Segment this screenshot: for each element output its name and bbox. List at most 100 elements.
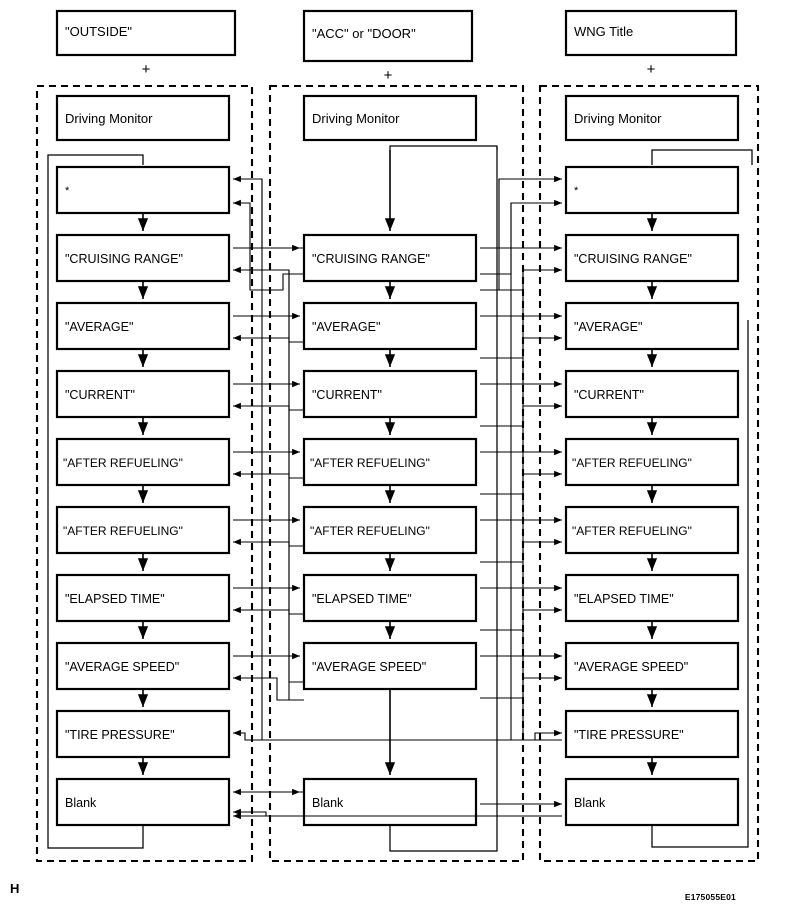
step-box-outside-2: "AVERAGE": [55, 301, 231, 351]
step-list-wng-title: * "CRUISING RANGE" "AVERAGE" "CURRENT" "…: [564, 165, 740, 827]
step-label-outside-0: *: [65, 185, 70, 197]
group-box-acc-door: [302, 94, 478, 142]
step-list-outside: * "CRUISING RANGE" "AVERAGE" "CURRENT" "…: [55, 165, 231, 827]
step-rect-acc-door-0: [302, 233, 478, 283]
trigger-header-acc-door: "ACC" or "DOOR": [302, 9, 474, 63]
trigger-box-acc-door: [302, 9, 474, 63]
trigger-label-outside: "OUTSIDE": [65, 24, 132, 39]
step-label-wng-title-1: "CRUISING RANGE": [574, 252, 692, 266]
step-box-wng-title-8: "TIRE PRESSURE": [564, 709, 740, 759]
step-label-acc-door-6: "AVERAGE SPEED": [312, 660, 426, 674]
step-rect-acc-door-3: [302, 437, 478, 487]
step-box-acc-door-0: "CRUISING RANGE": [302, 233, 478, 283]
step-label-outside-4: "AFTER REFUELING": [63, 456, 183, 470]
step-label-acc-door-5: "ELAPSED TIME": [312, 592, 412, 606]
group-box-outside: [55, 94, 231, 142]
trigger-header-outside: "OUTSIDE": [55, 9, 237, 57]
step-rect-outside-8: [55, 709, 231, 759]
step-box-outside-3: "CURRENT": [55, 369, 231, 419]
figure-code: E175055E01: [685, 892, 736, 902]
trigger-box-outside: [55, 9, 237, 57]
step-label-acc-door-4: "AFTER REFUELING": [310, 524, 430, 538]
step-label-wng-title-3: "CURRENT": [574, 388, 644, 402]
trigger-header-wng-title: WNG Title: [564, 9, 738, 57]
step-label-wng-title-0: *: [574, 185, 579, 197]
trigger-box-wng-title: [564, 9, 738, 57]
group-label-acc-door: Driving Monitor: [312, 111, 400, 126]
step-label-wng-title-5: "AFTER REFUELING": [572, 524, 692, 538]
step-box-wng-title-9: Blank: [564, 777, 740, 827]
step-rect-acc-door-5: [302, 573, 478, 623]
step-box-acc-door-2: "CURRENT": [302, 369, 478, 419]
group-header-outside: Driving Monitor: [55, 94, 231, 142]
step-box-outside-1: "CRUISING RANGE": [55, 233, 231, 283]
cross-connectors-left-middle: [232, 175, 304, 817]
trigger-label-acc-door: "ACC" or "DOOR": [312, 26, 416, 41]
plus-sign-acc-door: +: [384, 67, 393, 84]
step-label-outside-6: "ELAPSED TIME": [65, 592, 165, 606]
step-label-outside-1: "CRUISING RANGE": [65, 252, 183, 266]
step-rect-wng-title-4: [564, 437, 740, 487]
loopback-outside: [47, 154, 144, 849]
step-label-outside-3: "CURRENT": [65, 388, 135, 402]
step-label-outside-2: "AVERAGE": [65, 320, 133, 334]
step-rect-wng-title-8: [564, 709, 740, 759]
step-box-acc-door-5: "ELAPSED TIME": [302, 573, 478, 623]
step-rect-outside-6: [55, 573, 231, 623]
trigger-label-wng-title: WNG Title: [574, 24, 633, 39]
entry-stub-wng-title: [651, 149, 753, 165]
step-box-outside-4: "AFTER REFUELING": [55, 437, 231, 487]
step-rect-outside-4: [55, 437, 231, 487]
corner-marker: H: [10, 881, 19, 896]
step-rect-acc-door-2: [302, 369, 478, 419]
step-label-acc-door-1: "AVERAGE": [312, 320, 380, 334]
group-header-wng-title: Driving Monitor: [564, 94, 740, 142]
step-box-wng-title-5: "AFTER REFUELING": [564, 505, 740, 555]
plus-sign-wng-title: +: [647, 61, 656, 78]
step-label-wng-title-9: Blank: [574, 796, 606, 810]
step-rect-outside-3: [55, 369, 231, 419]
step-label-wng-title-6: "ELAPSED TIME": [574, 592, 674, 606]
step-rect-outside-7: [55, 641, 231, 691]
step-label-acc-door-3: "AFTER REFUELING": [310, 456, 430, 470]
step-box-outside-7: "AVERAGE SPEED": [55, 641, 231, 691]
step-box-outside-0: *: [55, 165, 231, 215]
step-label-wng-title-8: "TIRE PRESSURE": [574, 728, 684, 742]
step-label-outside-8: "TIRE PRESSURE": [65, 728, 175, 742]
plus-sign-outside: +: [142, 61, 151, 78]
step-box-outside-8: "TIRE PRESSURE": [55, 709, 231, 759]
step-rect-wng-title-1: [564, 233, 740, 283]
return-bus-lines: [232, 179, 562, 820]
step-label-outside-7: "AVERAGE SPEED": [65, 660, 179, 674]
step-rect-outside-9: [55, 777, 231, 827]
cross-connectors-middle-right: [480, 175, 563, 808]
step-box-wng-title-4: "AFTER REFUELING": [564, 437, 740, 487]
step-label-acc-door-7: Blank: [312, 796, 344, 810]
step-rect-wng-title-9: [564, 777, 740, 827]
step-box-wng-title-7: "AVERAGE SPEED": [564, 641, 740, 691]
step-label-wng-title-7: "AVERAGE SPEED": [574, 660, 688, 674]
group-box-wng-title: [564, 94, 740, 142]
loopback-wng-title: [651, 320, 749, 848]
step-box-outside-5: "AFTER REFUELING": [55, 505, 231, 555]
step-label-wng-title-2: "AVERAGE": [574, 320, 642, 334]
step-box-wng-title-1: "CRUISING RANGE": [564, 233, 740, 283]
step-box-wng-title-2: "AVERAGE": [564, 301, 740, 351]
step-box-outside-6: "ELAPSED TIME": [55, 573, 231, 623]
step-box-acc-door-6: "AVERAGE SPEED": [302, 641, 478, 691]
step-box-acc-door-1: "AVERAGE": [302, 301, 478, 351]
step-box-acc-door-7: Blank: [302, 777, 478, 827]
step-rect-outside-0: [55, 165, 231, 215]
step-rect-acc-door-1: [302, 301, 478, 351]
step-box-wng-title-6: "ELAPSED TIME": [564, 573, 740, 623]
step-rect-wng-title-0: [564, 165, 740, 215]
step-label-acc-door-0: "CRUISING RANGE": [312, 252, 430, 266]
group-label-wng-title: Driving Monitor: [574, 111, 662, 126]
entry-stub-acc-door: [389, 145, 498, 150]
step-box-wng-title-0: *: [564, 165, 740, 215]
step-rect-outside-5: [55, 505, 231, 555]
step-rect-wng-title-2: [564, 301, 740, 351]
step-box-acc-door-4: "AFTER REFUELING": [302, 505, 478, 555]
step-label-outside-9: Blank: [65, 796, 97, 810]
